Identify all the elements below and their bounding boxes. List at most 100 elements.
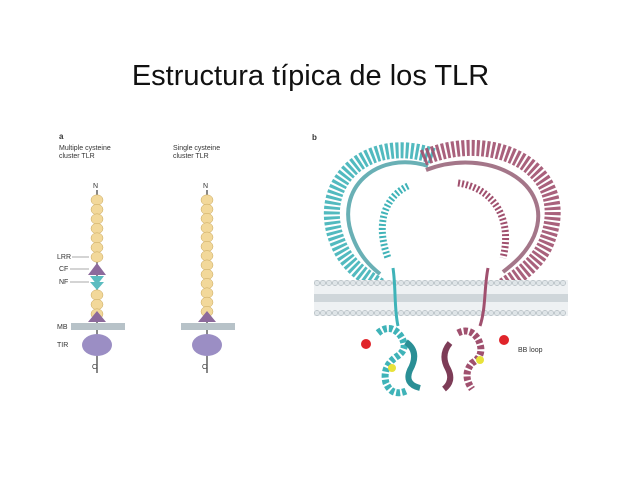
lipid-head [362, 280, 368, 286]
lipid-head [350, 280, 356, 286]
ligand-sphere-2 [476, 356, 484, 364]
bb-loop-marker-2 [499, 335, 509, 345]
lipid-head [404, 280, 410, 286]
lipid-head [326, 310, 332, 316]
tir-domain [192, 334, 222, 356]
lipid-head [500, 280, 506, 286]
lipid-head [452, 280, 458, 286]
lipid-head [446, 310, 452, 316]
lipid-head [458, 310, 464, 316]
lrr-bead [90, 299, 104, 310]
lipid-head [332, 310, 338, 316]
lipid-head [434, 280, 440, 286]
lipid-head [494, 310, 500, 316]
lrr-bead [90, 232, 104, 244]
lipid-head [338, 310, 344, 316]
lipid-head [356, 310, 362, 316]
cf-flank [90, 276, 104, 285]
lrr-bead [200, 250, 214, 262]
lipid-head [416, 280, 422, 286]
lipid-head [512, 310, 518, 316]
lipid-head [536, 280, 542, 286]
panel-a-letter: a [59, 132, 64, 141]
lipid-head [386, 310, 392, 316]
lipid-head [464, 280, 470, 286]
lipid-head [476, 280, 482, 286]
lrr-bead [90, 289, 104, 301]
lipid-head [458, 280, 464, 286]
lipid-head [416, 310, 422, 316]
nf-flank [90, 282, 104, 290]
n-terminus-label: N [93, 183, 98, 190]
lipid-head [368, 310, 374, 316]
lipid-head [404, 310, 410, 316]
tir-domain [82, 334, 112, 356]
lipid-head [506, 310, 512, 316]
chain-1-tir-domain [375, 325, 421, 397]
lipid-head [410, 310, 416, 316]
lipid-head [554, 310, 560, 316]
lipid-head [560, 310, 566, 316]
lipid-head [386, 280, 392, 286]
tir-label: TIR [57, 342, 68, 349]
lrr-bead [200, 268, 214, 280]
lipid-head [314, 280, 320, 286]
lipid-head [530, 310, 536, 316]
single-cysteine-title-line1: Single cysteine [173, 145, 220, 152]
n-terminus-label: N [203, 183, 208, 190]
c-terminus-label: C [92, 364, 97, 371]
lipid-head [356, 280, 362, 286]
lipid-head [344, 280, 350, 286]
multiple-cysteine-title-line2: cluster TLR [59, 153, 95, 160]
lrr-bead [90, 242, 104, 253]
multiple-cysteine-title-line1: Multiple cysteine [59, 145, 111, 152]
lipid-head [446, 280, 452, 286]
lrr-bead [90, 223, 104, 234]
lipid-head [560, 280, 566, 286]
lipid-head [518, 310, 524, 316]
tlr-dimer-structure: b BB loop [312, 133, 568, 397]
lipid-head [494, 280, 500, 286]
cf-cysteine-cluster [88, 263, 106, 275]
lipid-head [542, 280, 548, 286]
lipid-head [434, 310, 440, 316]
lrr-bead [200, 213, 214, 225]
lipid-head [548, 280, 554, 286]
lipid-head [488, 310, 494, 316]
lrr-bead [90, 194, 104, 206]
chain-2-ectodomain [419, 140, 561, 293]
lipid-head [314, 310, 320, 316]
lipid-head [542, 310, 548, 316]
lrr-bead [200, 287, 214, 299]
lipid-head [500, 310, 506, 316]
cysteine-cluster-c [198, 311, 216, 322]
lipid-head [320, 280, 326, 286]
lrr-bead [200, 296, 214, 308]
lipid-head [530, 280, 536, 286]
multiple-cysteine-tlr-construct: N C LRR CF NF MB TIR [57, 183, 125, 373]
lipid-head [548, 310, 554, 316]
lipid-head [338, 280, 344, 286]
lipid-head [518, 280, 524, 286]
lipid-head [350, 310, 356, 316]
lipid-head [524, 310, 530, 316]
lipid-head [380, 310, 386, 316]
ligand-sphere-1 [388, 364, 396, 372]
lipid-head [524, 280, 530, 286]
lipid-head [476, 310, 482, 316]
lipid-head [554, 280, 560, 286]
lrr-bead [90, 251, 104, 263]
lipid-head [374, 280, 380, 286]
lrr-bead [200, 222, 214, 234]
chain-2-tir-domain [441, 327, 485, 392]
membrane-bar [181, 323, 235, 330]
nf-label: NF [59, 279, 68, 286]
panel-b-letter: b [312, 133, 317, 142]
lipid-head [320, 310, 326, 316]
cf-label: CF [59, 266, 68, 273]
bb-loop-label: BB loop [518, 347, 543, 354]
lipid-head [422, 280, 428, 286]
lipid-head [422, 310, 428, 316]
lipid-head [326, 280, 332, 286]
lipid-head [440, 280, 446, 286]
